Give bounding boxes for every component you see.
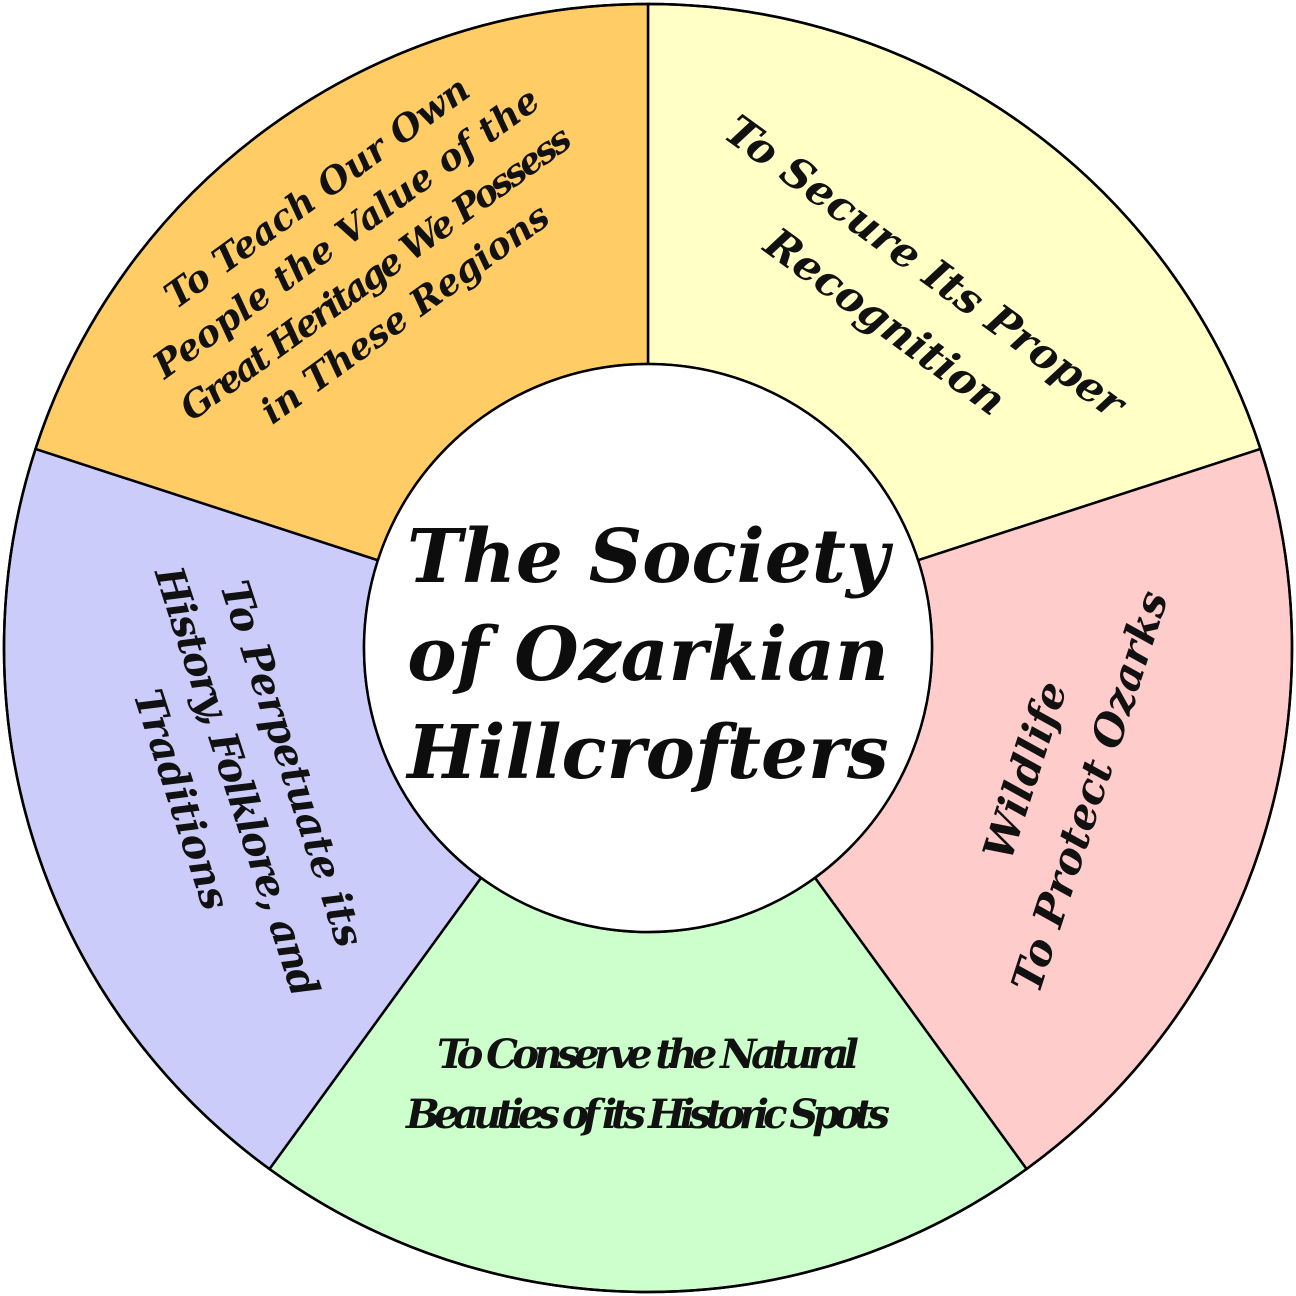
segment-natural-beauties-line-1: To Conserve the Natural [437,1031,859,1078]
center-circle [362,362,934,934]
segment-natural-beauties-line-2: Beauties of its Historic Spots [405,1091,890,1138]
center-title-line-2: of Ozarkian [407,612,889,698]
center-title-line-3: Hillcrofters [405,710,888,796]
center-title-line-1: The Society [407,514,894,600]
center-title: The Society of Ozarkian Hillcrofters [405,514,894,796]
